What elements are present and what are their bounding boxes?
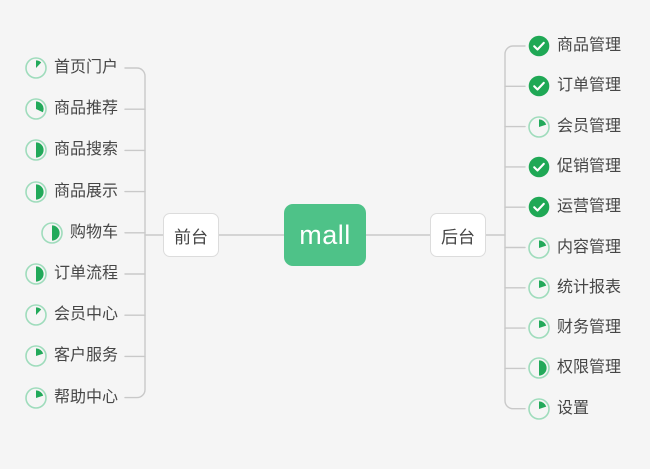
leaf-item-label: 设置 (557, 399, 590, 417)
leaf-item-label: 购物车 (69, 223, 118, 241)
pie-progress-icon (25, 304, 47, 326)
leaf-item-left-7[interactable]: 会员中心 (25, 302, 118, 328)
mid-node-backend[interactable]: 后台 (430, 213, 486, 257)
mid-node-frontend-label: 前台 (174, 227, 208, 247)
leaf-item-label: 会员中心 (53, 306, 118, 324)
pie-progress-icon (25, 180, 47, 203)
leaf-item-left-4[interactable]: 商品展示 (25, 179, 118, 205)
check-circle-icon (528, 196, 550, 218)
leaf-item-label: 订单管理 (557, 77, 622, 95)
leaf-item-right-3[interactable]: 会员管理 (528, 114, 621, 140)
pie-progress-icon (528, 115, 550, 138)
pie-progress-icon (25, 139, 47, 162)
leaf-item-label: 首页门户 (53, 59, 118, 76)
leaf-item-right-1[interactable]: 商品管理 (528, 33, 621, 59)
leaf-item-label: 会员管理 (557, 117, 622, 135)
pie-progress-icon (528, 236, 550, 259)
leaf-item-left-1[interactable]: 首页门户 (25, 55, 118, 81)
leaf-item-left-5[interactable]: 购物车 (41, 220, 118, 246)
mid-node-frontend[interactable]: 前台 (163, 213, 219, 257)
leaf-item-label: 商品管理 (557, 37, 622, 54)
check-circle-icon (528, 35, 550, 57)
leaf-item-right-9[interactable]: 权限管理 (528, 355, 621, 381)
leaf-item-right-6[interactable]: 内容管理 (528, 235, 621, 261)
pie-progress-icon (528, 357, 550, 380)
center-node-label: mall (299, 219, 351, 250)
check-circle-icon (528, 75, 550, 97)
leaf-item-right-2[interactable]: 订单管理 (528, 73, 621, 99)
leaf-item-label: 权限管理 (557, 359, 622, 377)
leaf-item-right-7[interactable]: 统计报表 (528, 275, 621, 301)
leaf-item-label: 商品搜索 (53, 141, 118, 159)
pie-progress-icon (528, 317, 550, 339)
pie-progress-icon (41, 221, 63, 244)
pie-progress-icon (25, 386, 47, 409)
leaf-item-right-8[interactable]: 财务管理 (528, 315, 621, 341)
check-circle-icon (528, 156, 550, 178)
leaf-item-left-3[interactable]: 商品搜索 (25, 137, 118, 163)
leaf-item-right-10[interactable]: 设置 (528, 396, 589, 422)
pie-progress-icon (25, 263, 47, 285)
leaf-item-left-2[interactable]: 商品推荐 (25, 96, 118, 122)
leaf-item-label: 客户服务 (53, 347, 118, 365)
leaf-item-label: 商品展示 (53, 182, 118, 200)
leaf-item-label: 运营管理 (557, 198, 622, 216)
leaf-item-label: 订单流程 (53, 265, 118, 282)
center-node-mall[interactable]: mall (284, 204, 366, 266)
pie-progress-icon (528, 397, 550, 420)
leaf-item-label: 帮助中心 (53, 388, 118, 406)
leaf-item-left-6[interactable]: 订单流程 (25, 261, 118, 287)
mid-node-backend-label: 后台 (441, 227, 475, 247)
pie-progress-icon (25, 57, 47, 79)
leaf-item-right-5[interactable]: 运营管理 (528, 194, 621, 220)
pie-progress-icon (528, 276, 550, 299)
leaf-item-label: 商品推荐 (53, 100, 118, 118)
leaf-item-label: 促销管理 (557, 157, 622, 175)
leaf-item-label: 内容管理 (557, 238, 622, 256)
leaf-item-left-8[interactable]: 客户服务 (25, 343, 118, 369)
leaf-item-right-4[interactable]: 促销管理 (528, 154, 621, 180)
leaf-item-label: 统计报表 (557, 278, 622, 296)
pie-progress-icon (25, 98, 47, 120)
leaf-item-label: 财务管理 (557, 319, 622, 337)
pie-progress-icon (25, 345, 47, 368)
leaf-item-left-9[interactable]: 帮助中心 (25, 385, 118, 411)
